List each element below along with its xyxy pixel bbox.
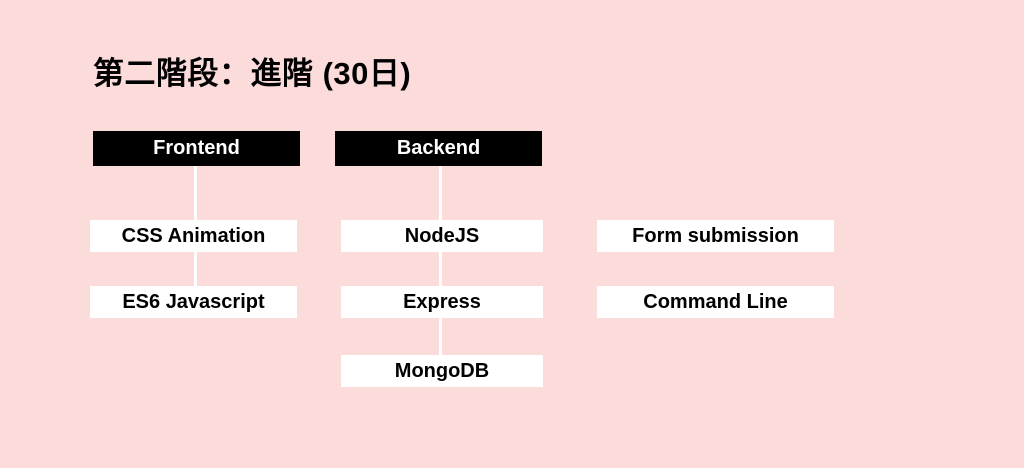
node-mongodb: MongoDB [341, 355, 543, 387]
node-nodejs: NodeJS [341, 220, 543, 252]
backend-connector-line [439, 166, 442, 356]
node-command-line: Command Line [597, 286, 834, 318]
page-title: 第二階段：進階 (30日) [93, 56, 412, 91]
backend-header: Backend [335, 131, 542, 166]
node-es6-javascript: ES6 Javascript [90, 286, 297, 318]
node-express: Express [341, 286, 543, 318]
node-form-submission: Form submission [597, 220, 834, 252]
node-css-animation: CSS Animation [90, 220, 297, 252]
frontend-header: Frontend [93, 131, 300, 166]
